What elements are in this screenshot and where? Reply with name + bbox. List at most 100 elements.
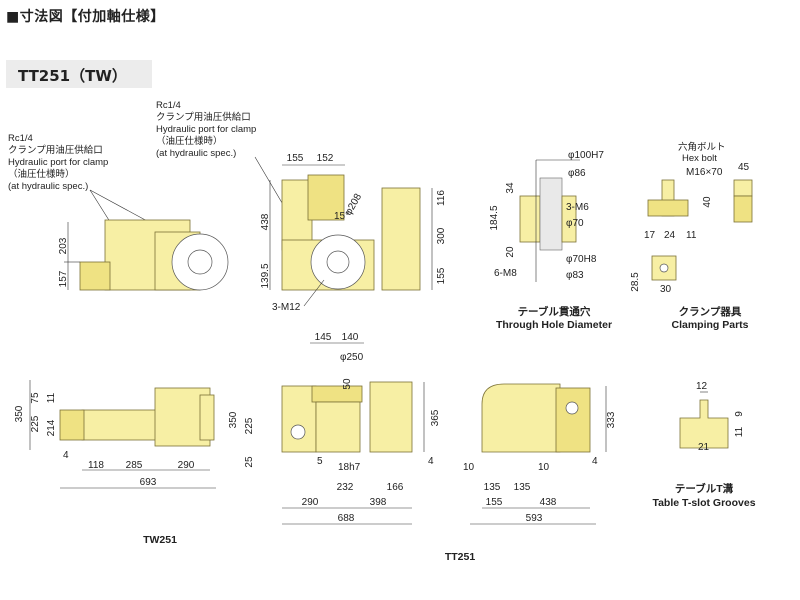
top-note-line3: Hydraulic port for clamp <box>156 124 256 135</box>
dim-phi86: φ86 <box>568 168 586 179</box>
model-band: TT251（TW） <box>6 60 152 88</box>
through-caption-en: Through Hole Diameter <box>496 319 612 331</box>
clamping-parts-view: 六角ボルト Hex bolt M16×70 45 40 17 24 11 28.… <box>630 141 753 331</box>
tm-tower <box>381 187 421 291</box>
tslot-view: 12 9 11 21 テーブルT溝 Table T-slot Grooves <box>652 381 755 509</box>
dim-285: 285 <box>126 460 143 471</box>
tt-table-body <box>315 401 361 453</box>
dim-50: 50 <box>342 378 353 390</box>
dim-17: 17 <box>644 230 656 241</box>
dim-30: 30 <box>660 284 672 295</box>
dim-398: 398 <box>370 497 387 508</box>
tm-post <box>281 179 313 251</box>
dim-166: 166 <box>387 482 404 493</box>
hex-bolt-en: Hex bolt <box>682 153 717 164</box>
dim-333: 333 <box>606 411 617 428</box>
tt-right-tower <box>369 381 413 453</box>
dim-5: 5 <box>317 456 323 467</box>
dim-9: 9 <box>734 411 745 417</box>
dim-203: 203 <box>58 237 69 254</box>
tm-motor <box>307 174 345 221</box>
dim-155b: 155 <box>436 267 447 284</box>
dim-m16x70: M16×70 <box>686 167 723 178</box>
dim-4b: 4 <box>592 456 598 467</box>
tw-body <box>81 409 163 441</box>
dim-11: 11 <box>686 230 697 241</box>
top-note-line1: Rc1/4 <box>156 100 181 111</box>
dim-phi83: φ83 <box>566 270 584 281</box>
dim-18h7: 18h7 <box>338 462 361 473</box>
dim-139-5: 139.5 <box>260 263 271 288</box>
tw251-view: 350 225 75 11 214 4 118 285 290 693 TW25… <box>14 380 216 546</box>
left-note-line3: Hydraulic port for clamp <box>8 157 108 168</box>
dim-225: 225 <box>30 415 41 432</box>
dim-438: 438 <box>260 213 271 230</box>
dim-155: 155 <box>486 497 503 508</box>
top-left-view: Rc1/4 クランプ用油圧供給口 Hydraulic port for clam… <box>8 133 229 291</box>
top-note-line4: （油圧仕様時） <box>156 135 223 147</box>
dim-593: 593 <box>526 513 543 524</box>
left-note-line4: （油圧仕様時） <box>8 168 75 180</box>
dim-3-m6: 3-M6 <box>566 202 589 213</box>
dim-11: 11 <box>734 426 745 437</box>
dim-21: 21 <box>698 442 710 453</box>
dim-155: 155 <box>287 153 304 164</box>
clamp-nut <box>733 179 753 197</box>
dim-12: 12 <box>696 381 708 392</box>
left-note-line5: (at hydraulic spec.) <box>8 181 88 192</box>
tt-table-top <box>311 385 363 403</box>
dim-290: 290 <box>302 497 319 508</box>
page-header: ■寸法図【付加軸仕様】 <box>6 9 165 25</box>
dim-145: 145 <box>315 332 332 343</box>
tslot-caption-jp: テーブルT溝 <box>675 482 734 495</box>
dim-10a: 10 <box>463 462 475 473</box>
tw251-caption: TW251 <box>143 534 177 546</box>
dim-24: 24 <box>664 230 676 241</box>
dim-4: 4 <box>63 450 69 461</box>
dim-693: 693 <box>140 477 157 488</box>
model-band-label: TT251（TW） <box>18 67 127 85</box>
dim-350: 350 <box>14 405 25 422</box>
dim-phi250: φ250 <box>340 352 364 363</box>
tt-side-motor <box>555 387 591 453</box>
tt-side-body <box>481 383 561 453</box>
tt251-caption: TT251 <box>445 551 476 563</box>
dim-34: 34 <box>505 182 516 194</box>
dim-157: 157 <box>58 270 69 287</box>
dim-300: 300 <box>436 227 447 244</box>
dim-118: 118 <box>88 460 104 471</box>
through-hole-view: φ100H7 φ86 3-M6 φ70 φ70H8 φ83 34 184.5 2… <box>489 150 612 331</box>
tslot-profile <box>679 399 729 449</box>
dim-11: 11 <box>46 392 57 403</box>
clamp-stud <box>733 195 753 223</box>
clamp-block <box>647 199 689 217</box>
dim-438: 438 <box>540 497 557 508</box>
dim-135a: 135 <box>484 482 501 493</box>
dim-290: 290 <box>178 460 195 471</box>
tslot-caption-en: Table T-slot Grooves <box>652 497 755 509</box>
dim-20: 20 <box>505 246 516 258</box>
tl-motor <box>79 261 111 291</box>
tw-motor <box>59 409 85 441</box>
dim-225: 225 <box>244 417 255 434</box>
dim-3-m12: 3-M12 <box>272 302 301 313</box>
dim-116: 116 <box>436 190 447 206</box>
left-note-line1: Rc1/4 <box>8 133 33 144</box>
dim-phi100h7: φ100H7 <box>568 150 604 161</box>
dim-152: 152 <box>317 153 334 164</box>
dim-phi70h8: φ70H8 <box>566 254 597 265</box>
hex-bolt-jp: 六角ボルト <box>678 141 726 153</box>
dim-6-m8: 6-M8 <box>494 268 517 279</box>
dim-350: 350 <box>228 411 239 428</box>
dim-40: 40 <box>702 196 713 208</box>
dim-28-5: 28.5 <box>630 272 641 292</box>
top-note-line2: クランプ用油圧供給口 <box>156 111 251 123</box>
left-note-line2: クランプ用油圧供給口 <box>8 144 103 156</box>
dim-25: 25 <box>244 456 255 468</box>
dim-phi70: φ70 <box>566 218 584 229</box>
th-flange-left <box>519 195 541 243</box>
th-flange-right <box>561 195 577 243</box>
dim-140: 140 <box>342 332 359 343</box>
dim-10b: 10 <box>538 462 550 473</box>
